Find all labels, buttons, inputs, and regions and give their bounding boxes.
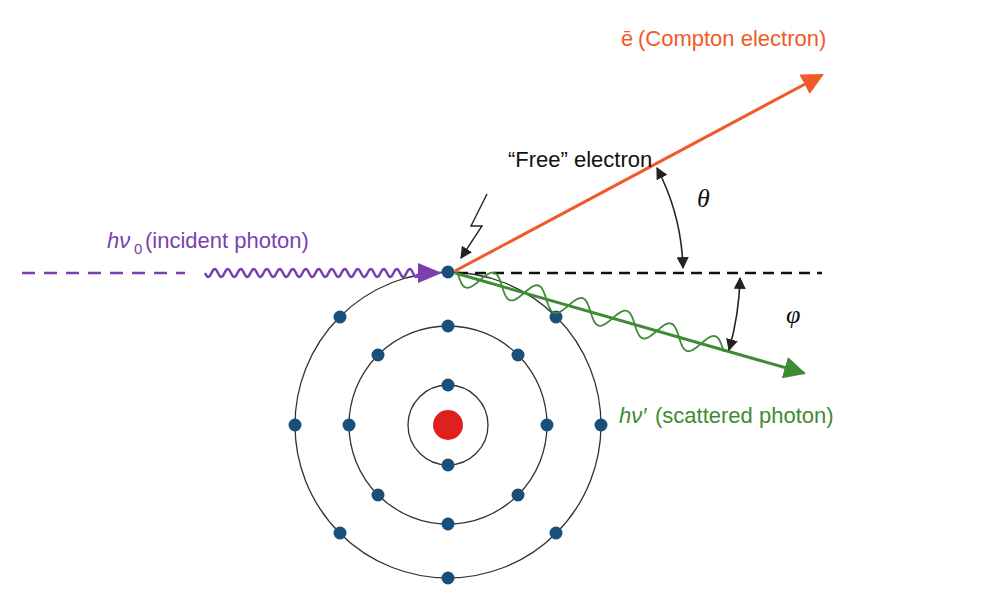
free-electron-label: “Free” electron xyxy=(508,147,652,173)
nucleus xyxy=(433,410,463,440)
atom xyxy=(295,272,601,578)
middle-orbit xyxy=(349,326,547,524)
phi-arc xyxy=(729,278,740,350)
photon-symbol: hν xyxy=(107,228,130,254)
scattered-photon-label: (scattered photon) xyxy=(655,403,834,429)
compton-electron-track xyxy=(455,75,822,271)
incident-arrowhead xyxy=(418,263,442,283)
scattered-photon-wave xyxy=(455,263,727,360)
theta-arc xyxy=(657,168,683,268)
scattered-photon-line xyxy=(455,273,804,373)
angle-symbol: φ xyxy=(786,302,800,328)
angle-symbol: θ xyxy=(697,186,710,212)
incident-photon-label: (incident photon) xyxy=(145,228,309,254)
incident-dashed-line xyxy=(22,272,185,275)
outer-orbit xyxy=(295,272,601,578)
subscript: 0 xyxy=(134,240,142,258)
photon-symbol: hν′ xyxy=(619,403,646,429)
electron-symbol: ē xyxy=(621,26,633,52)
scattered-photon xyxy=(452,262,807,383)
reference-line xyxy=(457,272,822,275)
leader-arrow xyxy=(461,194,487,258)
inner-orbit xyxy=(408,385,488,465)
electron-label: (Compton electron) xyxy=(638,26,826,52)
electrons xyxy=(289,266,608,585)
incident-photon-wave xyxy=(205,269,420,277)
